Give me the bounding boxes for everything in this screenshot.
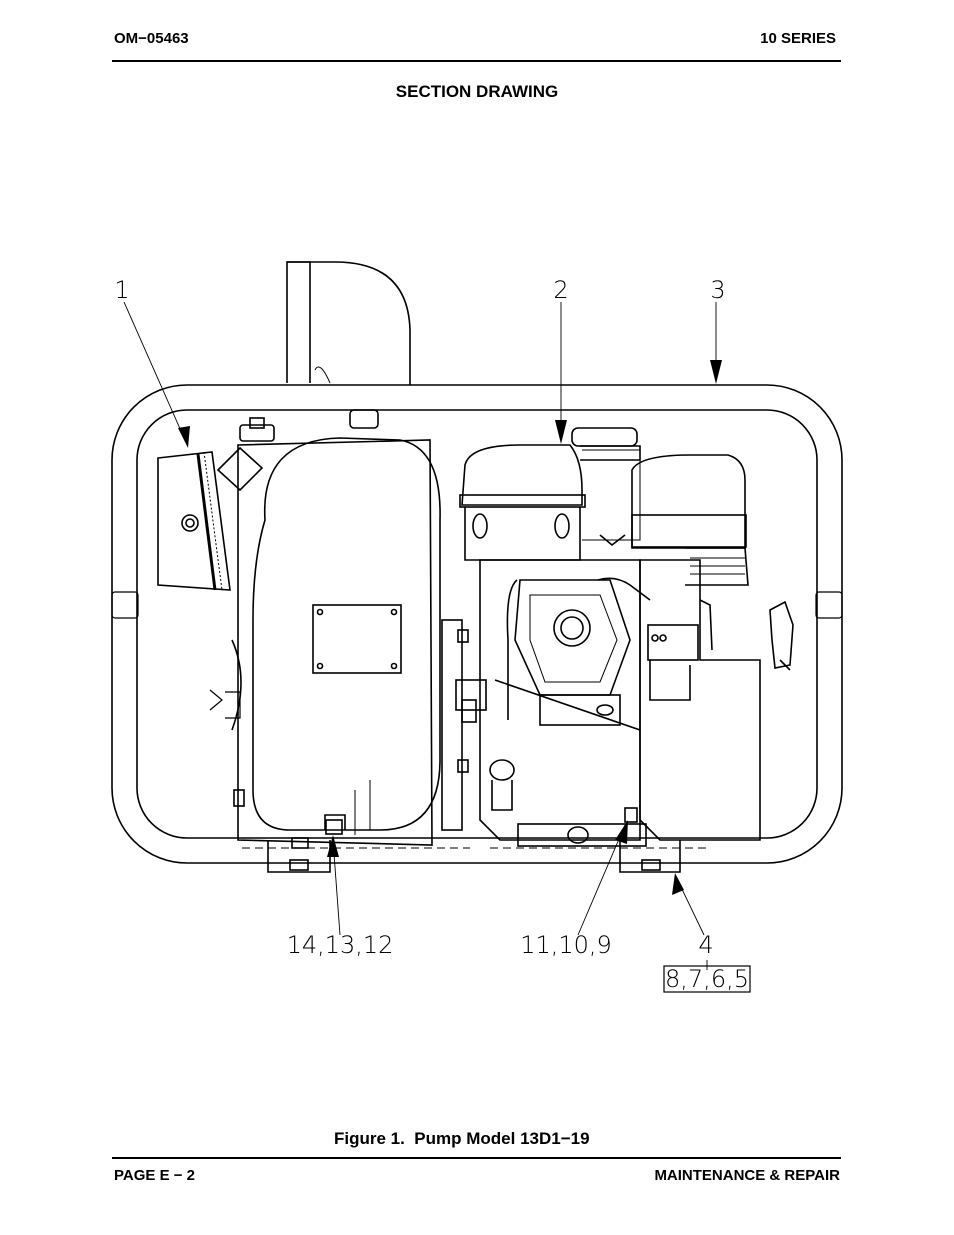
figure-caption: Figure 1. Pump Model 13D1−19	[334, 1129, 590, 1148]
header-rule	[112, 60, 841, 62]
callout-box	[663, 965, 751, 993]
callout-3: 3	[710, 276, 725, 304]
page-number: PAGE E − 2	[114, 1167, 196, 1184]
callout-8-7-6-5: 8,7,6,5	[665, 965, 749, 993]
footer-rule	[112, 1157, 841, 1159]
series-label: 10 SERIES	[760, 30, 836, 47]
callout-11-10-9: 11,10,9	[520, 931, 612, 959]
pump-section-drawing: 1 2 3 14,13,12 11,10,9 4 8,7,6,5	[111, 261, 843, 993]
callout-2: 2	[553, 276, 568, 304]
footer-section: MAINTENANCE & REPAIR	[654, 1167, 840, 1184]
callout-14-13-12: 14,13,12	[287, 931, 394, 959]
callout-4: 4	[698, 931, 713, 959]
section-title: SECTION DRAWING	[395, 82, 559, 101]
callout-1: 1	[114, 276, 129, 304]
doc-number: OM−05463	[114, 30, 189, 47]
